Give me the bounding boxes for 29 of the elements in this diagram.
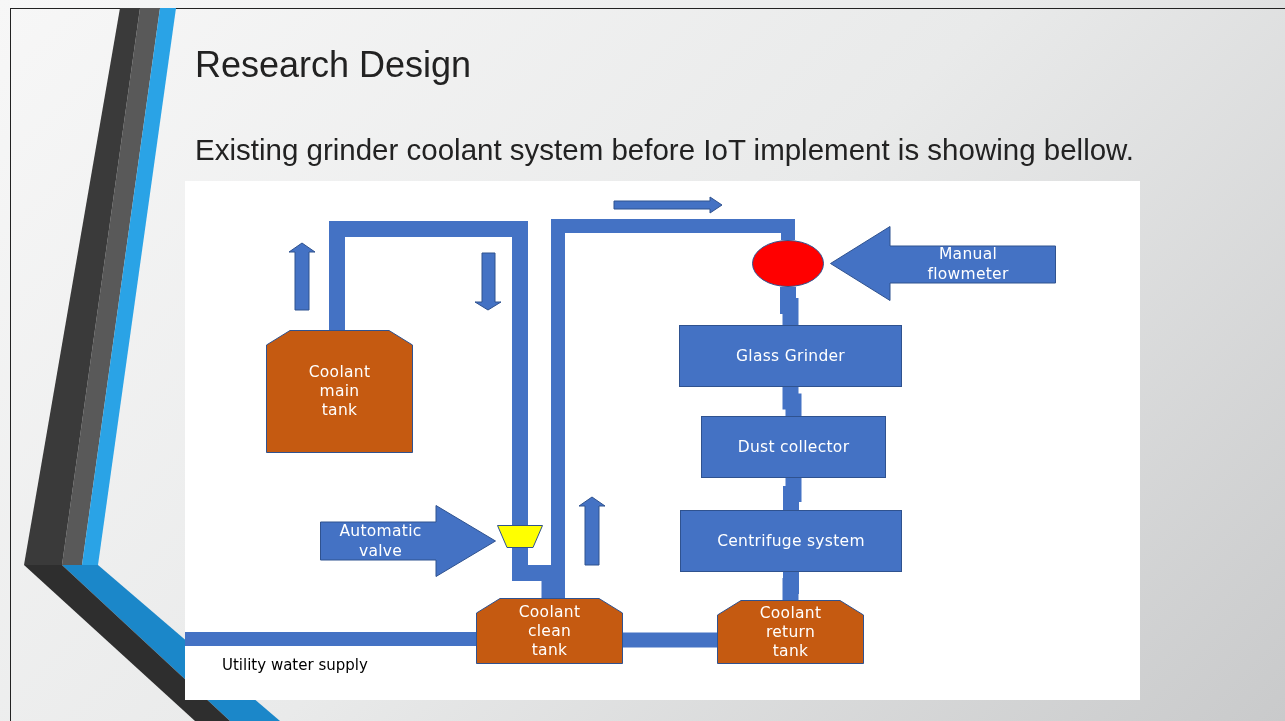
pipe-label: Utility water supply: [222, 656, 368, 674]
pipe: [623, 632, 717, 648]
pipe: [329, 221, 528, 525]
pipe: [551, 219, 795, 598]
node-label: Dust collector: [737, 437, 850, 457]
node-label: Centrifuge system: [717, 531, 865, 551]
node-label: Manual flowmeter: [926, 243, 1010, 284]
callout-arrow: [830, 226, 1056, 301]
pipe: [780, 287, 799, 325]
node-label: Glass Grinder: [735, 346, 846, 366]
process-box: [679, 325, 902, 387]
pipe: [782, 572, 799, 600]
tank-shape: [476, 598, 623, 664]
pipe: [783, 478, 802, 510]
process-box: [680, 510, 902, 572]
node-label: Coolant clean tank: [517, 602, 582, 660]
callout-arrow: [320, 505, 496, 577]
node-label: Coolant main tank: [307, 363, 372, 420]
pipe: [185, 632, 476, 646]
tank-shape: [717, 600, 864, 664]
pipe: [782, 387, 802, 416]
valve-symbol: [497, 525, 543, 548]
tank-shape: [266, 330, 413, 453]
node-label: Coolant return tank: [758, 603, 823, 661]
slide-title: Research Design: [195, 44, 472, 86]
slide-subtitle: Existing grinder coolant system before IoT implement is showing bellow.: [195, 133, 1134, 167]
flowmeter-symbol: [752, 240, 824, 287]
node-label: Automatic valve: [338, 521, 423, 561]
process-box: [701, 416, 886, 478]
